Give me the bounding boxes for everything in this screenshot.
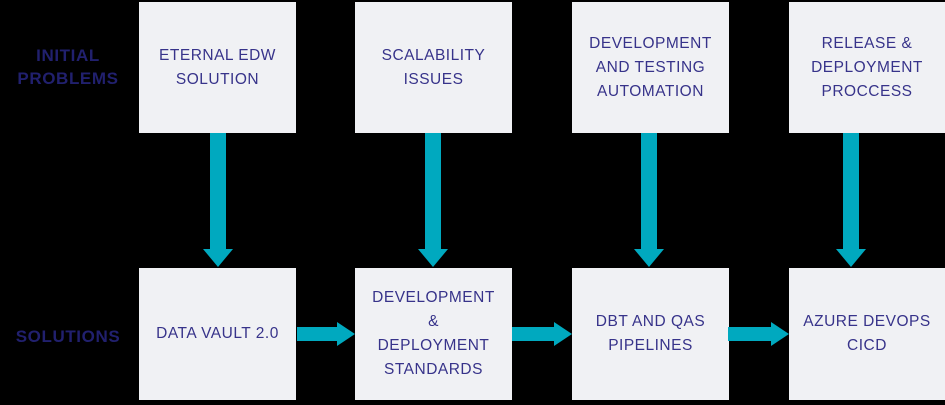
problem-box-scalability-issues: SCALABILITY ISSUES	[355, 2, 512, 133]
arrow-shaft	[728, 327, 772, 341]
down-arrow-icon	[836, 133, 866, 267]
problem-box-text: SCALABILITY ISSUES	[381, 46, 486, 88]
arrow-head	[554, 322, 572, 346]
arrow-head	[634, 249, 664, 267]
solution-box-text: DBT AND QAS PIPELINES	[595, 313, 706, 354]
arrow-head	[418, 249, 448, 267]
problem-box-text: DEVELOPMENT AND TESTING AUTOMATION	[589, 34, 712, 100]
arrow-head	[771, 322, 789, 346]
right-arrow-icon	[728, 322, 789, 346]
right-arrow-icon	[512, 322, 572, 346]
arrow-shaft	[512, 327, 555, 341]
problem-box-eternal-edw-solution: ETERNAL EDW SOLUTION	[139, 2, 296, 133]
arrow-head	[337, 322, 355, 346]
solution-box-text: DATA VAULT 2.0	[156, 325, 279, 342]
problem-box-text: RELEASE & DEPLOYMENT PROCCESS	[811, 34, 923, 100]
solution-box-azure-devops-cicd: AZURE DEVOPS CICD	[789, 268, 945, 400]
arrow-shaft	[297, 327, 338, 341]
solution-box-dbt-qas-pipelines: DBT AND QAS PIPELINES	[572, 268, 729, 400]
problem-box-release-deployment-process: RELEASE & DEPLOYMENT PROCCESS	[789, 2, 945, 133]
initial-problems-label: INITIAL PROBLEMS	[17, 46, 119, 88]
solutions-label: SOLUTIONS	[15, 327, 121, 346]
problem-box-development-testing-automation: DEVELOPMENT AND TESTING AUTOMATION	[572, 2, 729, 133]
arrow-shaft	[425, 133, 441, 249]
down-arrow-icon	[634, 133, 664, 267]
arrow-shaft	[210, 133, 226, 249]
right-arrow-icon	[297, 322, 355, 346]
down-arrow-icon	[203, 133, 233, 267]
arrow-head	[203, 249, 233, 267]
arrow-shaft	[641, 133, 657, 249]
problem-box-text: ETERNAL EDW SOLUTION	[159, 46, 276, 88]
solution-box-data-vault: DATA VAULT 2.0	[139, 268, 296, 400]
solution-box-text: AZURE DEVOPS CICD	[803, 313, 931, 354]
solution-box-development-deployment-standards: DEVELOPMENT & DEPLOYMENT STANDARDS	[355, 268, 512, 400]
down-arrow-icon	[418, 133, 448, 267]
arrow-shaft	[843, 133, 859, 249]
arrow-head	[836, 249, 866, 267]
solution-box-text: DEVELOPMENT & DEPLOYMENT STANDARDS	[372, 289, 495, 378]
